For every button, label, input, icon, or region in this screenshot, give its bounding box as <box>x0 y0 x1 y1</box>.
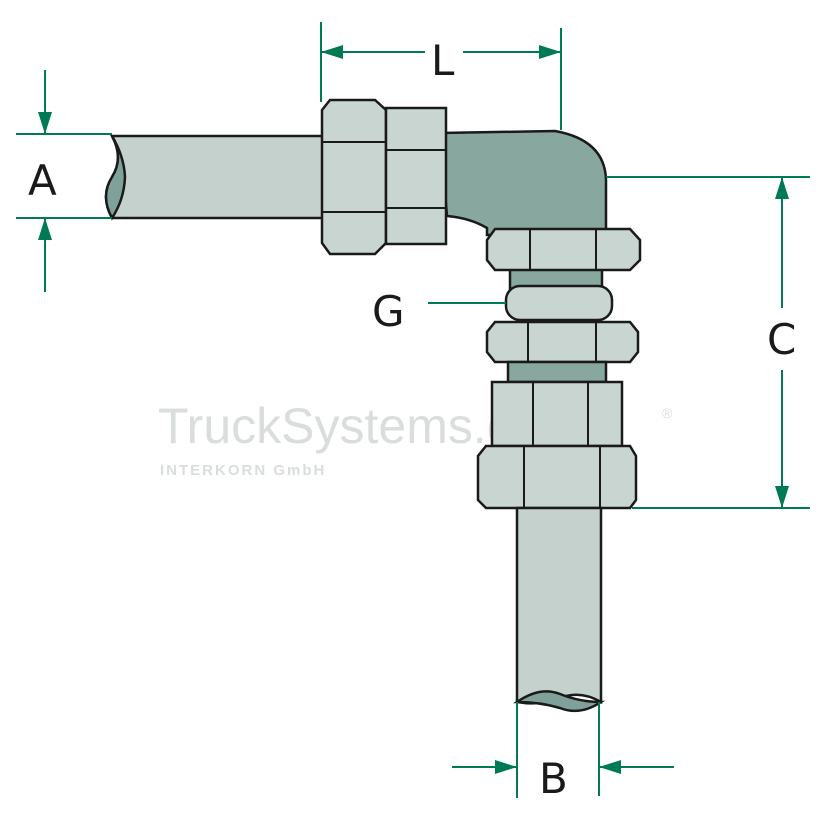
label-B: B <box>539 754 568 803</box>
watermark-registered: ® <box>662 405 673 421</box>
horizontal-tube <box>104 134 337 221</box>
label-L: L <box>431 36 455 85</box>
sealing-ring <box>504 284 614 322</box>
dimension-A: A <box>16 70 112 292</box>
label-C: C <box>767 315 796 364</box>
vertical-tube <box>513 506 606 713</box>
elbow-body <box>438 129 608 237</box>
watermark-brand: TruckSystems.de <box>158 398 542 454</box>
label-G: G <box>372 287 405 336</box>
hex-nut-1 <box>485 227 642 272</box>
dimension-C: C <box>606 176 810 509</box>
union-nut-inner <box>384 106 448 246</box>
hex-nut-2 <box>485 320 640 364</box>
union-nut-outer <box>320 98 388 256</box>
dimension-B: B <box>452 702 674 803</box>
hex-body-bulkhead <box>490 380 624 448</box>
tube-cut-end-bottom <box>513 690 606 713</box>
union-nut-vertical <box>476 444 638 510</box>
leader-G: G <box>372 287 506 336</box>
watermark-company: INTERKORN GmbH <box>160 462 326 479</box>
label-A: A <box>28 156 57 205</box>
watermark: TruckSystems.de ® INTERKORN GmbH <box>158 372 673 479</box>
dimension-L: L <box>320 22 562 130</box>
thread-section-lower <box>506 360 608 384</box>
